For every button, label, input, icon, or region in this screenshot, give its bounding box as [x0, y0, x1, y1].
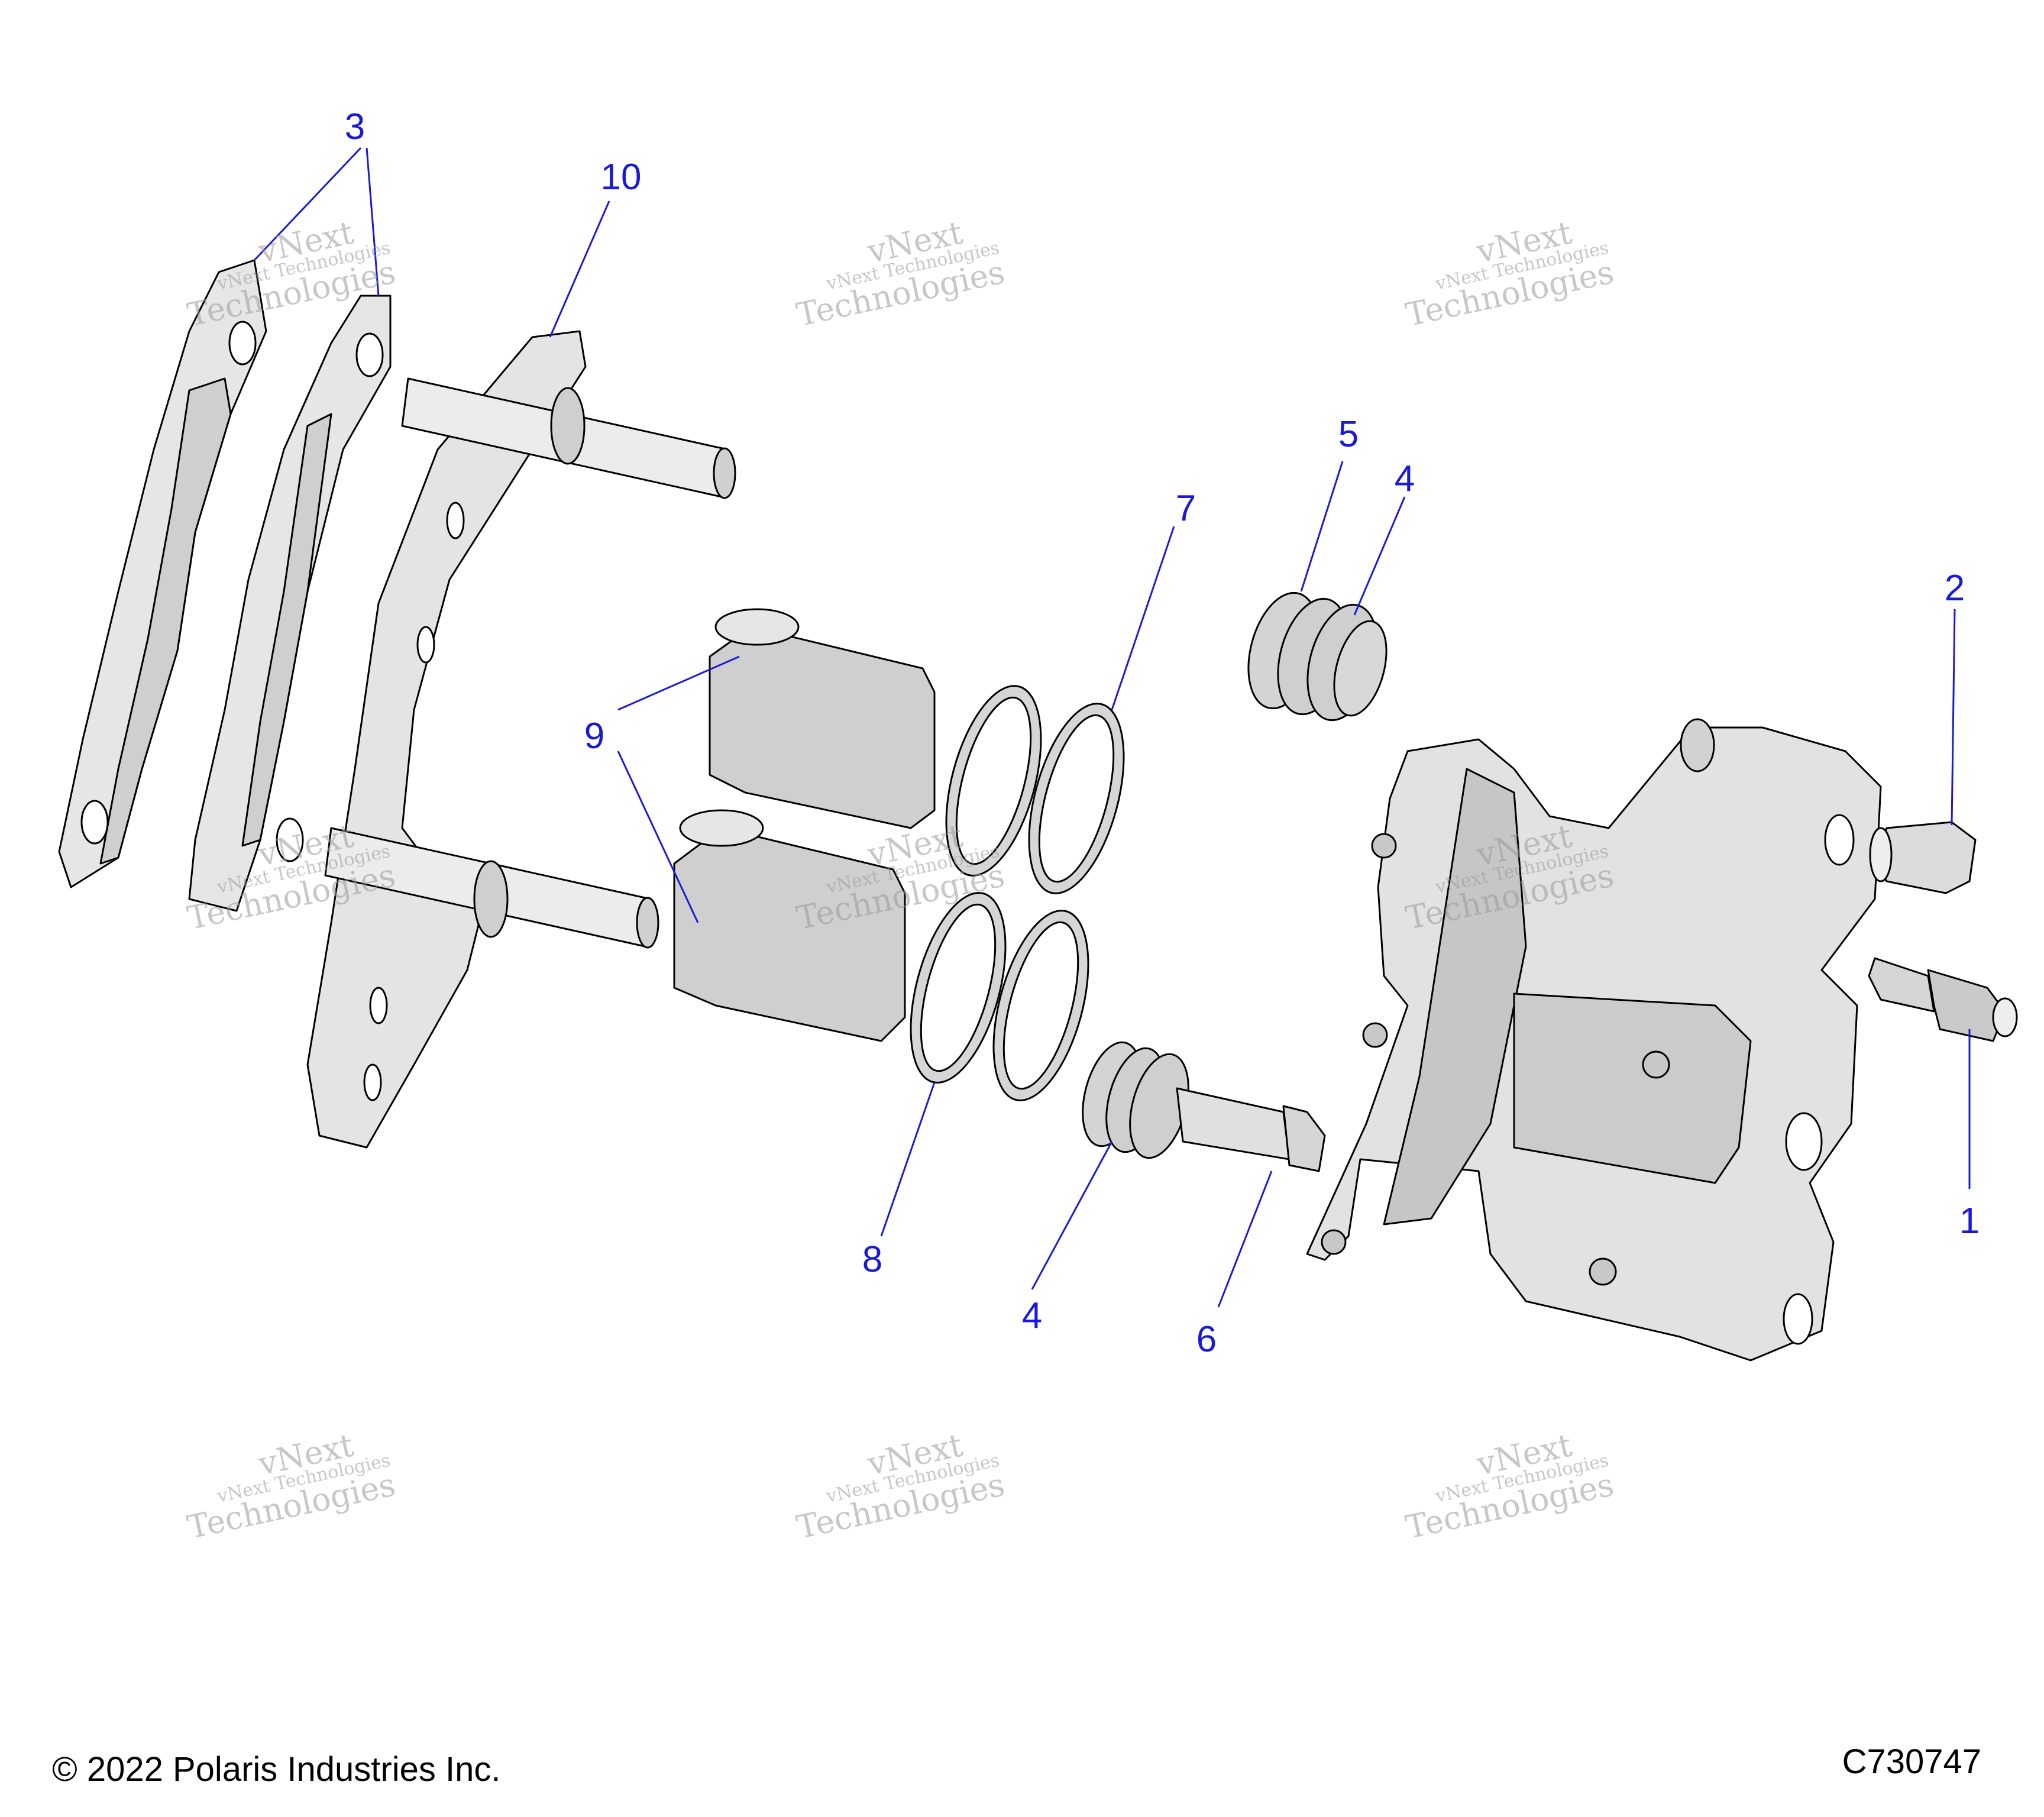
callout-2: 2 [1945, 568, 1965, 609]
callout-4-lower: 4 [1022, 1295, 1042, 1336]
watermark: vNext Technologies vNext Technologies [793, 214, 1008, 334]
bleeder-cap [1869, 821, 1977, 894]
brake-pad-outer [58, 259, 267, 888]
watermark: vNext Technologies vNext Technologies [1402, 1426, 1617, 1546]
callout-8: 8 [862, 1239, 882, 1280]
watermark: vNext Technologies vNext Technologies [1402, 214, 1617, 334]
pin-boot-lower [1082, 1041, 1189, 1159]
seal-ring-upper-inner [945, 685, 1042, 877]
slide-pin-lower [324, 827, 659, 949]
callout-4-upper: 4 [1395, 458, 1415, 499]
figure-code: C730747 [1842, 1742, 1981, 1781]
callout-10: 10 [601, 157, 642, 198]
brake-pad-inner [188, 295, 392, 912]
watermark: vNext Technologies vNext Technologies [793, 1426, 1008, 1546]
callout-labels: 3 10 5 4 7 2 9 1 8 4 6 [345, 106, 1980, 1360]
watermark: vNext Technologies vNext Technologies [184, 1426, 399, 1546]
callout-3: 3 [345, 106, 365, 147]
seal-ring-upper-outer [1028, 703, 1125, 894]
guide-pin [1176, 1087, 1326, 1172]
piston-lower [673, 809, 906, 1042]
callout-1: 1 [1959, 1201, 1980, 1241]
copyright-text: © 2022 Polaris Industries Inc. [52, 1750, 501, 1789]
caliper-body [1306, 718, 1882, 1362]
leader-lines [253, 147, 1971, 1308]
seal-ring-lower-outer [992, 910, 1089, 1101]
slide-pin-upper [401, 377, 736, 499]
pin-boot-upper [1247, 591, 1388, 722]
bleeder-valve [1868, 957, 2018, 1042]
callout-6: 6 [1196, 1319, 1217, 1360]
piston-upper [709, 608, 936, 829]
callout-7: 7 [1176, 488, 1196, 529]
callout-9: 9 [584, 716, 604, 756]
seal-ring-lower-inner [910, 892, 1007, 1084]
callout-5: 5 [1338, 414, 1359, 455]
